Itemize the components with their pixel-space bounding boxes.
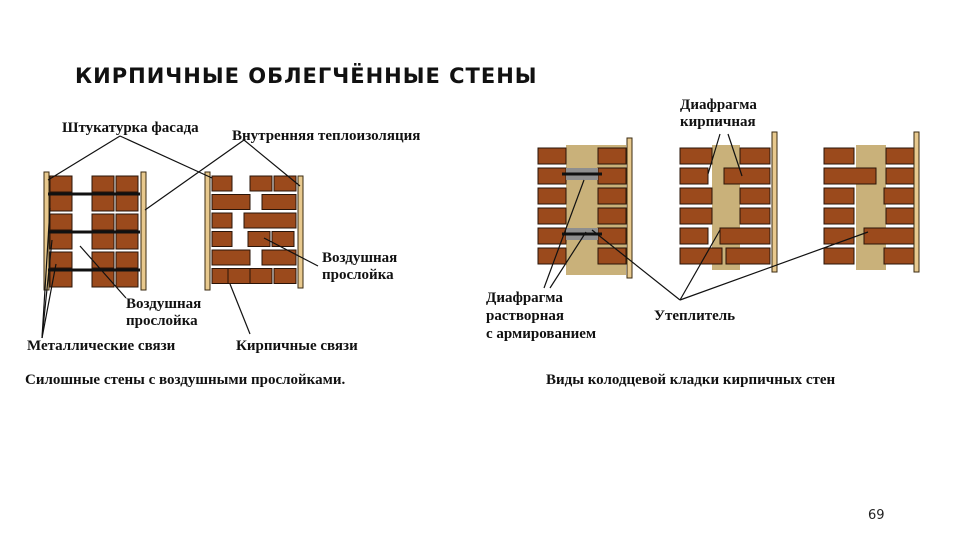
brick (883, 247, 915, 265)
label-brick-ties: Кирпичные связи (236, 338, 358, 354)
brick (823, 227, 855, 245)
brick (725, 247, 771, 265)
brick (91, 194, 115, 212)
brick (679, 207, 713, 225)
brick (823, 167, 877, 185)
brick (679, 167, 709, 185)
brick (597, 227, 627, 245)
brick (243, 212, 297, 229)
brick (597, 207, 627, 225)
brick (211, 231, 233, 247)
caption-left: Силошные стены с воздушными прослойками. (25, 372, 345, 388)
brick (863, 227, 915, 245)
brick (261, 249, 297, 266)
brick (249, 268, 273, 284)
brick (537, 247, 567, 265)
well-masonry-variant-3 (823, 131, 920, 273)
label-metal-ties: Металлические связи (27, 338, 176, 354)
brick (823, 247, 855, 265)
brick (91, 232, 115, 250)
label-mortar-diaphragm-3: с армированием (486, 326, 596, 342)
brick (273, 175, 297, 192)
label-air-layer-right-2: прослойка (322, 267, 394, 283)
brick (273, 268, 297, 284)
brick (115, 232, 139, 250)
brick (739, 207, 771, 225)
brick (249, 175, 273, 192)
label-facade-plaster: Штукатурка фасада (62, 120, 199, 136)
brick (739, 187, 771, 205)
brick (211, 212, 233, 229)
brick (227, 268, 251, 284)
brick (885, 207, 915, 225)
brick (537, 147, 567, 165)
label-brick-diaphragm-2: кирпичная (680, 114, 756, 130)
leader-lines (41, 133, 869, 339)
brick (597, 247, 627, 265)
brick (597, 147, 627, 165)
slide-title: КИРПИЧНЫЕ ОБЛЕГЧЁННЫЕ СТЕНЫ (75, 64, 538, 88)
brick (823, 187, 855, 205)
brick (115, 213, 139, 231)
brick (261, 194, 297, 210)
diagram-labels: Штукатурка фасада Внутренняя теплоизоляц… (25, 97, 836, 388)
brick (91, 175, 115, 193)
well-masonry-mortar-diaphragm (537, 137, 633, 279)
brick (49, 232, 73, 250)
brick (679, 187, 713, 205)
page-number: 69 (868, 508, 885, 523)
well-masonry-brick-diaphragm (679, 131, 778, 273)
brick (211, 249, 251, 266)
label-insulation: Утеплитель (654, 308, 735, 324)
label-air-layer-left-1: Воздушная (126, 296, 201, 312)
brick (49, 251, 73, 269)
brick (211, 194, 251, 210)
brick (49, 175, 73, 193)
label-internal-insulation: Внутренняя теплоизоляция (232, 128, 420, 144)
brick (537, 187, 567, 205)
brick (823, 147, 855, 165)
wall-section-metal-ties (43, 171, 147, 291)
brick (739, 147, 771, 165)
brick (91, 270, 115, 288)
brick (719, 227, 771, 245)
brick (211, 175, 233, 192)
brick (49, 213, 73, 231)
brick (115, 251, 139, 269)
label-brick-diaphragm-1: Диафрагма (680, 97, 757, 113)
brick (91, 251, 115, 269)
brick (49, 194, 73, 212)
brick (883, 187, 915, 205)
label-air-layer-right-1: Воздушная (322, 250, 397, 266)
brick (885, 167, 915, 185)
brick (247, 231, 271, 247)
label-air-layer-left-2: прослойка (126, 313, 198, 329)
brick (115, 270, 139, 288)
brick (823, 207, 855, 225)
label-mortar-diaphragm-2: растворная (486, 308, 564, 324)
brick (885, 147, 915, 165)
brick (537, 167, 567, 185)
brick (597, 187, 627, 205)
label-mortar-diaphragm-1: Диафрагма (486, 290, 563, 306)
brick (537, 207, 567, 225)
wall-section-brick-ties (204, 171, 304, 291)
brick (679, 247, 723, 265)
brick (597, 167, 627, 185)
brick (91, 213, 115, 231)
brick (115, 175, 139, 193)
brick (679, 147, 713, 165)
brick (271, 231, 295, 247)
brick (115, 194, 139, 212)
brick (723, 167, 771, 185)
caption-right: Виды колодцевой кладки кирпичных стен (546, 372, 836, 388)
brick (679, 227, 709, 245)
